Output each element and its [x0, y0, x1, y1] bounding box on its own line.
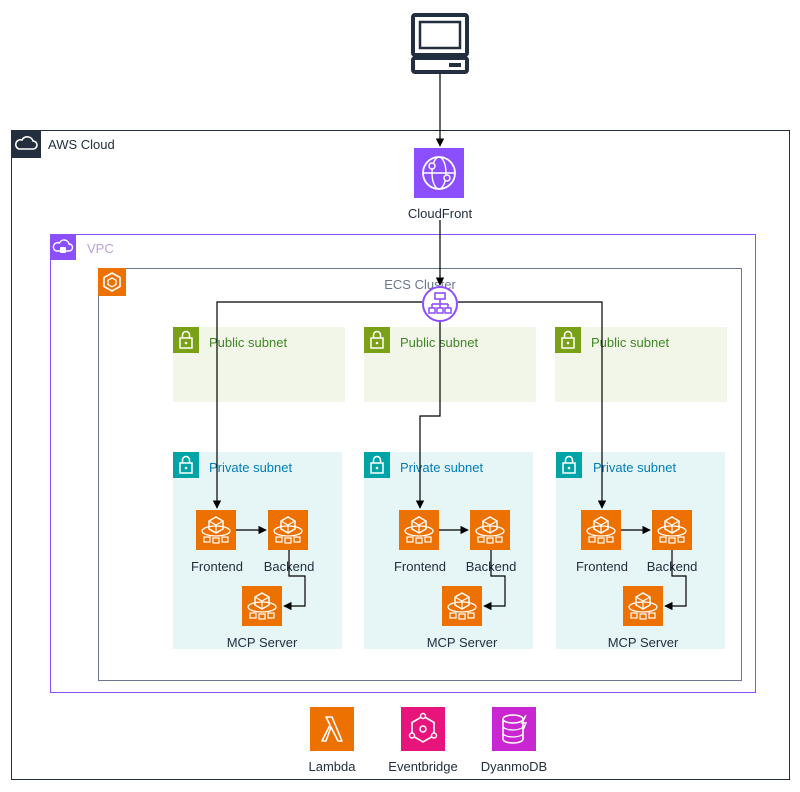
dynamodb-icon — [492, 707, 536, 751]
cloudfront-label: CloudFront — [407, 206, 473, 221]
mcp-server-fargate-icon — [442, 586, 482, 626]
frontend-label: Frontend — [393, 559, 447, 574]
lock-icon — [364, 327, 390, 353]
lambda-label: Lambda — [308, 759, 356, 774]
client-computer-icon — [409, 12, 471, 74]
frontend-fargate-icon — [581, 510, 621, 550]
aws-cloud-label: AWS Cloud — [48, 137, 115, 152]
vpc-icon — [50, 234, 76, 260]
cloudfront-icon — [414, 148, 464, 198]
public-subnet-label: Public subnet — [400, 335, 479, 350]
mcp-server-fargate-icon — [623, 586, 663, 626]
backend-fargate-icon — [652, 510, 692, 550]
lambda-icon — [310, 707, 354, 751]
lock-icon — [555, 327, 581, 353]
vpc-label: VPC — [87, 241, 114, 256]
public-subnet-label: Public subnet — [209, 335, 288, 350]
backend-label: Backend — [465, 559, 517, 574]
backend-label: Backend — [263, 559, 315, 574]
frontend-label: Frontend — [575, 559, 629, 574]
public-subnet-label: Public subnet — [591, 335, 670, 350]
mcp-server-label: MCP Server — [226, 635, 298, 650]
lock-icon — [173, 327, 199, 353]
lock-icon — [364, 452, 390, 478]
ecs-icon — [98, 268, 126, 296]
aws-cloud-icon — [11, 130, 41, 158]
dynamodb-label: DyanmoDB — [480, 759, 548, 774]
application-load-balancer-icon — [421, 285, 459, 323]
private-subnet-label: Private subnet — [593, 460, 677, 475]
mcp-server-label: MCP Server — [426, 635, 498, 650]
backend-label: Backend — [646, 559, 698, 574]
ecs-cluster-group — [98, 268, 742, 681]
frontend-fargate-icon — [399, 510, 439, 550]
eventbridge-label: Eventbridge — [388, 759, 458, 774]
private-subnet-label: Private subnet — [400, 460, 484, 475]
frontend-label: Frontend — [190, 559, 244, 574]
mcp-server-label: MCP Server — [607, 635, 679, 650]
eventbridge-icon — [401, 707, 445, 751]
frontend-fargate-icon — [196, 510, 236, 550]
mcp-server-fargate-icon — [242, 586, 282, 626]
vpc-group — [50, 234, 756, 693]
backend-fargate-icon — [470, 510, 510, 550]
lock-icon — [173, 452, 199, 478]
backend-fargate-icon — [268, 510, 308, 550]
lock-icon — [556, 452, 582, 478]
private-subnet-label: Private subnet — [209, 460, 293, 475]
aws-cloud-group — [11, 130, 790, 780]
